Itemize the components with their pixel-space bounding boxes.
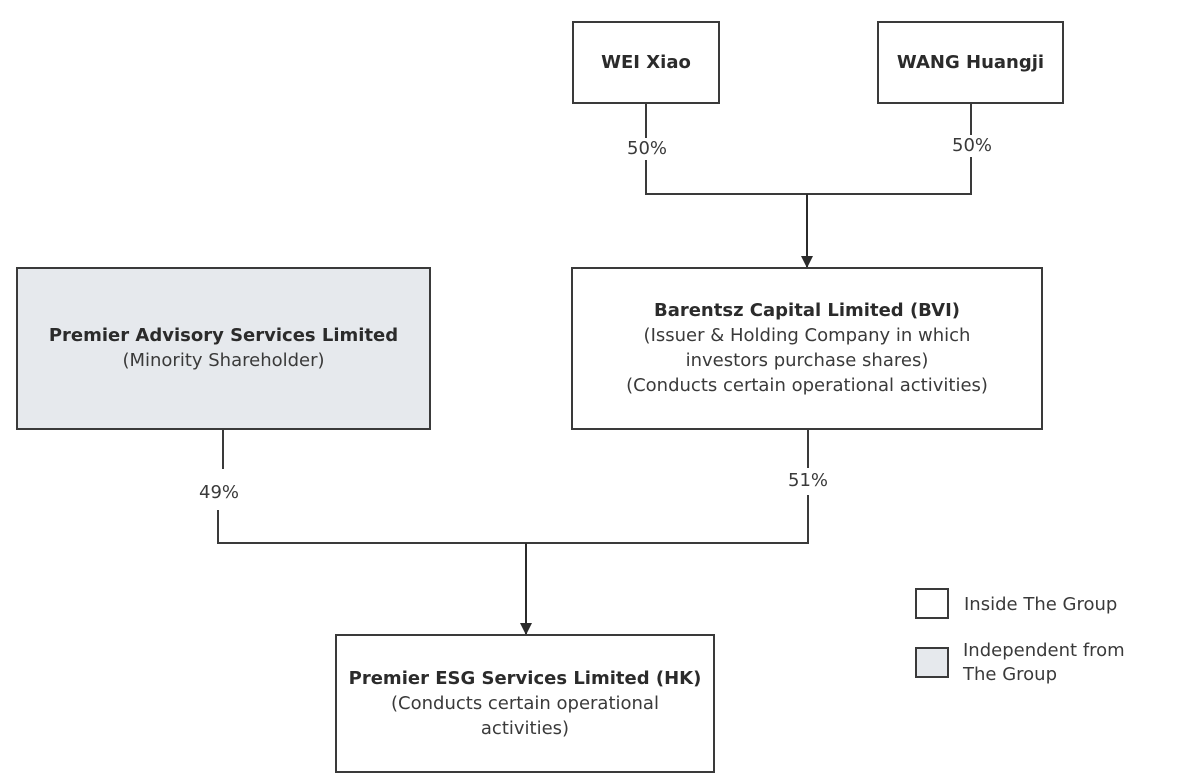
wang-huangji-connector	[807, 104, 972, 195]
barentsz-capital-box: Barentsz Capital Limited (BVI) (Issuer &…	[571, 267, 1043, 430]
wei-xiao-ownership-percentage: 50%	[624, 138, 670, 160]
legend-independent-label-line: Independent from	[963, 640, 1125, 661]
wang-huangji-ownership-percentage: 50%	[949, 135, 995, 157]
premier-advisory-role: (Minority Shareholder)	[122, 350, 325, 371]
premier-esg-note-line: (Conducts certain operational	[391, 692, 659, 714]
barentsz-capital-note-line: investors purchase shares)	[685, 350, 929, 371]
barentsz-ownership-percentage: 51%	[785, 470, 831, 492]
barentsz-capital-note-line: (Conducts certain operational activities…	[626, 375, 988, 396]
legend-inside-swatch	[915, 588, 949, 619]
barentsz-capital-name: Barentsz Capital Limited (BVI)	[653, 300, 961, 321]
wei-xiao-box: WEI Xiao	[572, 21, 720, 104]
premier-advisory-connector	[217, 430, 526, 544]
legend-inside-label: Inside The Group	[964, 594, 1118, 615]
premier-esg-box: Premier ESG Services Limited (HK) (Condu…	[335, 634, 715, 773]
barentsz-connector	[526, 430, 809, 544]
wei-xiao-name: WEI Xiao	[601, 51, 691, 73]
premier-advisory-box: Premier Advisory Services Limited (Minor…	[16, 267, 431, 430]
wang-huangji-name: WANG Huangji	[896, 51, 1045, 73]
legend-independent-label: Independent from The Group	[963, 639, 1125, 687]
premier-esg-name: Premier ESG Services Limited (HK)	[348, 667, 702, 689]
premier-advisory-ownership-percentage: 49%	[196, 482, 242, 504]
wang-huangji-box: WANG Huangji	[877, 21, 1064, 104]
legend-independent-label-line: The Group	[963, 664, 1057, 685]
premier-esg-note-line: activities)	[480, 717, 570, 739]
legend-independent-swatch	[915, 647, 949, 678]
wei-xiao-connector	[645, 104, 807, 195]
premier-advisory-name: Premier Advisory Services Limited	[48, 325, 399, 346]
barentsz-capital-note-line: (Issuer & Holding Company in which	[643, 325, 971, 346]
